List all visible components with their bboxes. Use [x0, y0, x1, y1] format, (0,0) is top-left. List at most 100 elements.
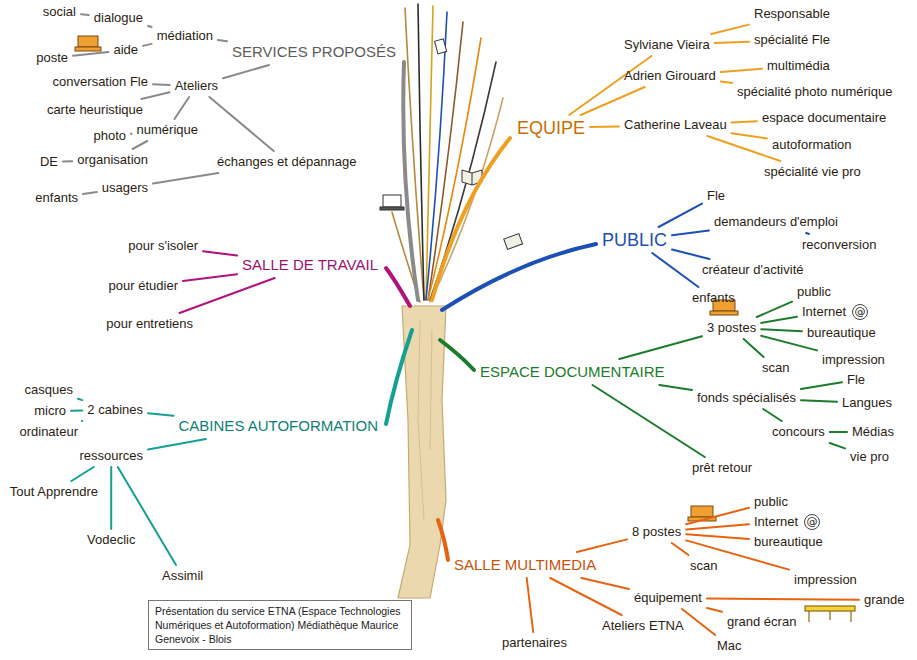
branch-leaf-text: Vodeclic: [87, 532, 135, 547]
branch-title: PUBLIC: [600, 230, 669, 250]
branch-line: [130, 133, 133, 135]
branch-leaf-text: fonds spécialisés: [697, 390, 796, 405]
branch-leaf: public: [795, 284, 833, 300]
branch-line: [590, 125, 619, 128]
branch-title-text: EQUIPE: [517, 118, 585, 138]
branch-leaf: Adrien Girouard: [622, 68, 718, 84]
branch-leaf-text: pour entretiens: [106, 316, 193, 331]
branch-leaf: 3 postes: [705, 320, 758, 336]
branch-leaf: Mac: [715, 638, 744, 654]
branch-leaf-text: micro: [34, 403, 66, 418]
branch-leaf-text: scan: [762, 360, 789, 375]
branch-line: [801, 382, 842, 389]
branch-line: [707, 598, 859, 599]
branch-leaf-text: bureautique: [807, 325, 876, 340]
branch-leaf: espace documentaire: [760, 110, 888, 126]
branch-leaf: Ateliers: [173, 78, 220, 94]
branch-leaf-text: Fle: [847, 372, 865, 387]
branch-leaf-text: grande: [864, 592, 904, 607]
branch-title-text: PUBLIC: [602, 230, 667, 250]
branch-leaf: Internet: [800, 304, 848, 320]
branch-leaf: Vodeclic: [85, 532, 137, 548]
branch-line: [593, 385, 705, 457]
branch-leaf: demandeurs d'emploi: [712, 214, 840, 230]
branch-leaf: casques: [23, 382, 75, 398]
branch-line: [672, 231, 709, 236]
branch-leaf: enfants: [33, 190, 80, 206]
branch-line: [672, 250, 709, 260]
branch-leaf: scan: [688, 558, 719, 574]
branch-leaf-text: pour s'isoler: [128, 238, 198, 253]
branch-line: [732, 121, 757, 122]
branch-leaf-text: impression: [822, 352, 885, 367]
branch-line: [81, 420, 83, 422]
branch-leaf-text: Internet: [754, 514, 798, 529]
branch-leaf-text: prêt retour: [692, 460, 752, 475]
branch-line: [761, 329, 802, 331]
branch-leaf-text: enfants: [692, 290, 735, 305]
branch-line: [180, 278, 275, 313]
branch-leaf: DE: [38, 154, 60, 170]
branch-leaf-text: dialogue: [94, 10, 143, 25]
branch-leaf-text: public: [754, 494, 788, 509]
branch-title: SALLE DE TRAVAIL: [240, 255, 380, 275]
branch-leaf-text: partenaires: [502, 635, 567, 650]
branch-leaf-text: 2 cabines: [87, 402, 143, 417]
branch-leaf: bureautique: [752, 534, 825, 550]
branch-line: [761, 317, 797, 323]
branch-line: [721, 82, 732, 83]
branch-leaf: Ateliers ETNA: [600, 618, 686, 634]
branch-line: [686, 508, 749, 524]
branch-leaf: spécialité Fle: [752, 32, 832, 48]
branch-leaf: organisation: [75, 152, 150, 168]
branch-leaf: Responsable: [752, 6, 832, 22]
branch-leaf-text: scan: [690, 558, 717, 573]
branch-line: [801, 400, 837, 402]
branch-leaf-text: médiation: [157, 28, 213, 43]
branch-leaf: Médias: [850, 424, 896, 440]
branch-leaf: Fle: [845, 372, 867, 388]
branch-line: [721, 69, 762, 72]
branch-leaf: fonds spécialisés: [695, 390, 798, 406]
branch-leaf: prêt retour: [690, 460, 754, 476]
branch-leaf: multimédia: [765, 58, 832, 74]
branch-leaf-text: carte heuristique: [47, 102, 143, 117]
branch-leaf: social: [41, 4, 78, 20]
branch-leaf: Assimil: [160, 568, 205, 584]
branch-leaf: grande: [862, 592, 906, 608]
branch-line: [619, 336, 702, 359]
branch-line: [118, 467, 176, 565]
branch-leaf-text: spécialité Fle: [754, 32, 830, 47]
branch-line: [707, 608, 722, 612]
branch-line: [148, 439, 206, 449]
branch-title-text: SERVICES PROPOSÉS: [232, 43, 396, 60]
branch-leaf-text: Responsable: [754, 6, 830, 21]
branch-leaf-text: impression: [794, 572, 857, 587]
branch-line: [141, 92, 169, 99]
branch-leaf-text: bureautique: [754, 534, 823, 549]
branch-leaf-text: concours: [772, 424, 825, 439]
branch-line: [672, 543, 689, 555]
branch-leaf: scan: [760, 360, 791, 376]
branch-leaf-text: espace documentaire: [762, 110, 886, 125]
branch-leaf: équipement: [632, 590, 704, 606]
branch-leaf-text: Assimil: [162, 568, 203, 583]
branch-title: EQUIPE: [515, 118, 587, 138]
branch-leaf-text: Fle: [707, 188, 725, 203]
branch-leaf-text: demandeurs d'emploi: [714, 214, 838, 229]
branch-leaf: spécialité vie pro: [762, 164, 863, 180]
branch-line: [81, 13, 89, 16]
branch-leaf: dialogue: [92, 10, 145, 26]
branch-leaf-text: 3 postes: [707, 320, 756, 335]
branch-line: [71, 467, 93, 481]
branch-line: [133, 141, 148, 149]
branch-leaf: 8 postes: [630, 524, 683, 540]
branch-leaf: Sylviane Vieira: [622, 37, 712, 53]
branch-line: [682, 609, 715, 635]
branch-leaf-text: Mac: [717, 638, 742, 653]
branch-leaf-text: photo: [93, 128, 126, 143]
branch-line: [659, 204, 702, 227]
branch-line: [763, 409, 781, 421]
branch-leaf: numérique: [135, 122, 200, 138]
branch-line: [806, 233, 809, 234]
